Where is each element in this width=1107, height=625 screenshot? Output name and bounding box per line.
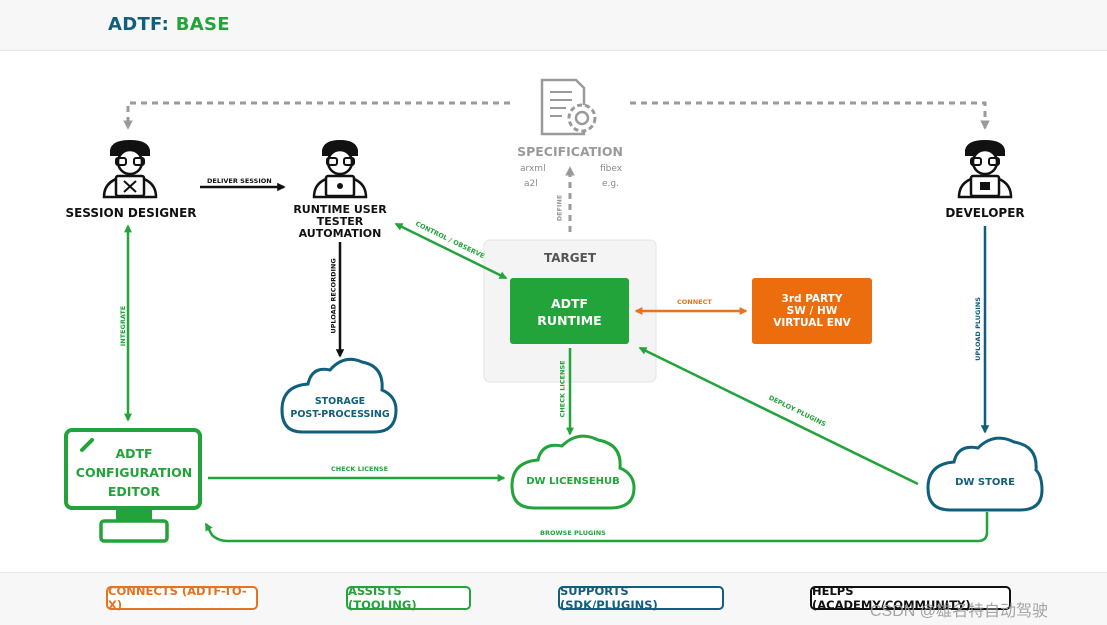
adtf-runtime-label: ADTF RUNTIME — [510, 295, 629, 329]
legend-connects: CONNECTS (ADTF-TO-X) — [106, 584, 258, 612]
deploy-plugins-arrow — [638, 346, 919, 486]
legend-helps: HELPS (ACADEMY/COMMUNITY) — [810, 584, 1011, 612]
config-editor-line-3: EDITOR — [107, 484, 161, 499]
specification-label: SPECIFICATION — [517, 144, 623, 159]
integrate-label: INTEGRATE — [119, 305, 128, 347]
config-editor-monitor — [64, 428, 202, 543]
storage-label: STORAGE POST-PROCESSING — [284, 395, 396, 421]
config-editor-label: ADTF CONFIGURATION EDITOR — [70, 444, 198, 501]
browse-plugins-arrow — [204, 512, 989, 543]
developer-label: DEVELOPER — [945, 206, 1025, 220]
title-suffix: BASE — [175, 14, 230, 35]
browse-plugins-label: BROWSE PLUGINS — [540, 529, 606, 537]
storage-line-1: STORAGE — [314, 396, 366, 407]
spec-to-developer-arrow — [630, 101, 990, 130]
storage-line-2: POST-PROCESSING — [290, 409, 390, 420]
define-label: DEFINE — [555, 194, 564, 222]
spec-format-fibex: fibex — [600, 164, 623, 174]
runtime-user-icon — [312, 140, 368, 199]
title-prefix: ADTF: — [108, 14, 170, 35]
check-license-editor-label: CHECK LICENSE — [331, 465, 389, 473]
third-party-label: 3rd PARTY SW / HW VIRTUAL ENV — [752, 293, 872, 329]
spec-format-eg: e.g. — [602, 179, 619, 189]
session-designer-icon — [102, 140, 158, 199]
upload-plugins-label: UPLOAD PLUGINS — [973, 297, 982, 361]
runtime-user-line-3: AUTOMATION — [298, 227, 382, 240]
legend-assists: ASSISTS (TOOLING) — [346, 584, 471, 612]
adtf-runtime-line-1: ADTF — [550, 296, 589, 311]
session-designer-label: SESSION DESIGNER — [65, 206, 197, 220]
page-title: ADTF: BASE — [108, 14, 230, 35]
watermark: CSDN @雄名特自动驾驶 — [870, 603, 1049, 620]
specification-document-icon — [540, 78, 597, 136]
licensehub-label: DW LICENSEHUB — [526, 476, 620, 487]
developer-icon — [957, 140, 1013, 199]
connect-label: CONNECT — [677, 298, 712, 306]
spec-format-arxml: arxml — [520, 164, 546, 174]
storage-cloud — [280, 357, 398, 434]
adtf-runtime-line-2: RUNTIME — [537, 313, 602, 328]
gear-icon — [567, 103, 597, 133]
config-editor-line-2: CONFIGURATION — [75, 465, 193, 480]
third-party-line-1: 3rd PARTY — [781, 293, 843, 305]
third-party-box — [752, 278, 872, 344]
check-license-runtime-label: CHECK LICENSE — [558, 360, 567, 418]
config-editor-line-1: ADTF — [115, 446, 153, 461]
deliver-session-label: DELIVER SESSION — [207, 177, 272, 185]
spec-to-session-designer-arrow — [123, 101, 510, 130]
header-bar — [0, 0, 1107, 51]
third-party-line-3: VIRTUAL ENV — [773, 317, 851, 329]
spec-format-a2l: a2l — [524, 179, 538, 189]
store-label: DW STORE — [955, 477, 1015, 488]
runtime-user-line-2: TESTER — [316, 215, 364, 228]
runtime-user-label: RUNTIME USER TESTER AUTOMATION — [280, 204, 400, 240]
upload-recording-label: UPLOAD RECORDING — [329, 258, 338, 334]
store-cloud — [926, 436, 1044, 512]
runtime-user-line-1: RUNTIME USER — [293, 203, 387, 216]
licensehub-cloud — [510, 434, 636, 510]
legend-supports: SUPPORTS (SDK/PLUGINS) — [558, 584, 724, 612]
pencil-icon — [80, 438, 94, 452]
adtf-runtime-box — [510, 278, 629, 344]
third-party-line-2: SW / HW — [786, 305, 838, 317]
target-label: TARGET — [543, 251, 596, 265]
control-observe-arrow — [394, 222, 508, 280]
